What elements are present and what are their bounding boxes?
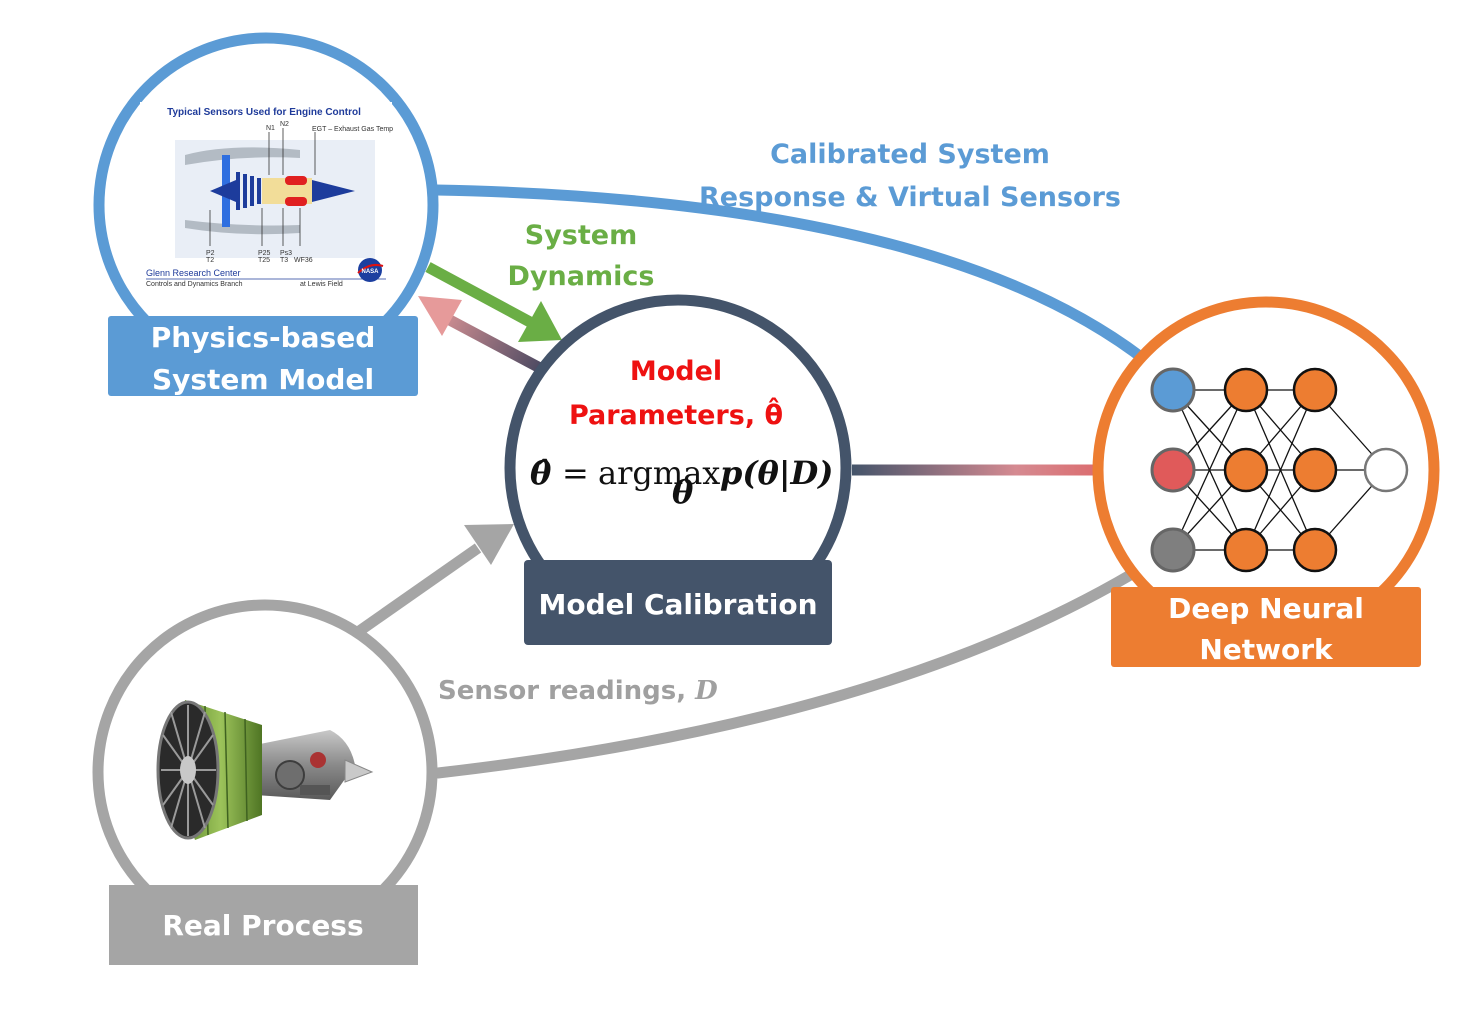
label-n1: N1 bbox=[266, 125, 275, 132]
deep-neural-network-node: Deep Neural Network bbox=[1092, 296, 1440, 667]
sensor-readings-symbol: D bbox=[694, 676, 718, 706]
label-t2: T2 bbox=[206, 257, 214, 264]
parameter-feedback-arrowhead bbox=[418, 296, 462, 336]
physics-label-box bbox=[108, 316, 418, 396]
nasa-logo: NASA bbox=[357, 258, 384, 282]
real-process-label-box bbox=[109, 885, 418, 965]
calibration-equation: θ̂ = argmax θ p(θ|D) bbox=[530, 454, 833, 511]
slide-title: Typical Sensors Used for Engine Control bbox=[167, 107, 361, 118]
real-to-calibration-arrow bbox=[354, 543, 482, 637]
label-egt: EGT – Exhaust Gas Temp bbox=[312, 126, 393, 133]
hidden-node bbox=[1292, 447, 1338, 493]
hidden-node bbox=[1292, 527, 1338, 573]
label-p2: P2 bbox=[206, 250, 215, 257]
hidden-node bbox=[1292, 367, 1338, 413]
calibration-label: Model Calibration bbox=[538, 588, 817, 621]
label-t3: T3 bbox=[280, 257, 288, 264]
label-ps3: Ps3 bbox=[280, 250, 292, 257]
label-n2: N2 bbox=[280, 121, 289, 128]
physics-model-node: Typical Sensors Used for Engine Control bbox=[93, 32, 439, 396]
turbofan-engine-image bbox=[156, 700, 374, 840]
parameter-feedback-arrow bbox=[443, 313, 543, 373]
equation-rhs: p(θ|D) bbox=[720, 454, 833, 492]
label-controls-branch: Controls and Dynamics Branch bbox=[146, 281, 243, 288]
model-parameters-line2: Parameters, θ̂ bbox=[569, 397, 783, 431]
input-node-blue bbox=[1150, 367, 1196, 413]
label-p25: P25 bbox=[258, 250, 271, 257]
physics-label-line1: Physics-based bbox=[151, 321, 376, 354]
equation-argmax: argmax bbox=[598, 454, 720, 492]
system-dynamics-label-line2: Dynamics bbox=[508, 261, 655, 292]
equation-equals: = bbox=[562, 454, 589, 492]
dnn-label-line2: Network bbox=[1199, 633, 1334, 666]
calibrated-response-label-line2: Response & Virtual Sensors bbox=[699, 182, 1121, 213]
dnn-label-line1: Deep Neural bbox=[1168, 592, 1364, 625]
calibration-label-box bbox=[524, 560, 832, 645]
hidden-node bbox=[1223, 527, 1269, 573]
real-process-node: Real Process bbox=[92, 599, 438, 965]
equation-subscript: θ bbox=[672, 473, 694, 511]
label-wf36: WF36 bbox=[294, 257, 313, 264]
system-dynamics-arrow bbox=[425, 262, 533, 327]
hidden-node bbox=[1223, 447, 1269, 493]
hidden-node bbox=[1223, 367, 1269, 413]
dnn-label-box bbox=[1111, 587, 1421, 667]
label-lewis-field: at Lewis Field bbox=[300, 281, 343, 288]
equation-theta-hat: θ̂ bbox=[530, 454, 552, 492]
nn-edge bbox=[1172, 389, 1247, 551]
label-glenn: Glenn Research Center bbox=[146, 268, 241, 278]
model-parameters-line1: Model bbox=[630, 356, 722, 387]
model-calibration-node: Model Parameters, θ̂ θ̂ = argmax θ p(θ|D… bbox=[504, 294, 852, 645]
svg-text:NASA: NASA bbox=[361, 269, 379, 275]
sensor-readings-arrow bbox=[432, 554, 1161, 779]
system-dynamics-arrowhead bbox=[518, 301, 562, 342]
input-node-gray bbox=[1150, 527, 1196, 573]
engine-sensor-slide: Typical Sensors Used for Engine Control bbox=[140, 102, 393, 290]
output-node bbox=[1363, 447, 1409, 493]
system-dynamics-label-line1: System bbox=[525, 220, 637, 251]
real-to-calibration-arrowhead bbox=[464, 524, 514, 565]
nn-edge bbox=[1245, 389, 1316, 551]
calibrated-response-label-line1: Calibrated System bbox=[770, 139, 1050, 170]
calibrated-response-arrow bbox=[430, 184, 1161, 374]
label-t25: T25 bbox=[258, 257, 270, 264]
sensor-readings-prefix: Sensor readings, bbox=[438, 676, 695, 706]
physics-label-line2: System Model bbox=[152, 363, 374, 396]
input-node-red bbox=[1150, 447, 1196, 493]
real-process-label: Real Process bbox=[162, 909, 363, 942]
sensor-readings-label: Sensor readings, D bbox=[438, 676, 718, 706]
nn-nodes bbox=[1150, 367, 1409, 573]
